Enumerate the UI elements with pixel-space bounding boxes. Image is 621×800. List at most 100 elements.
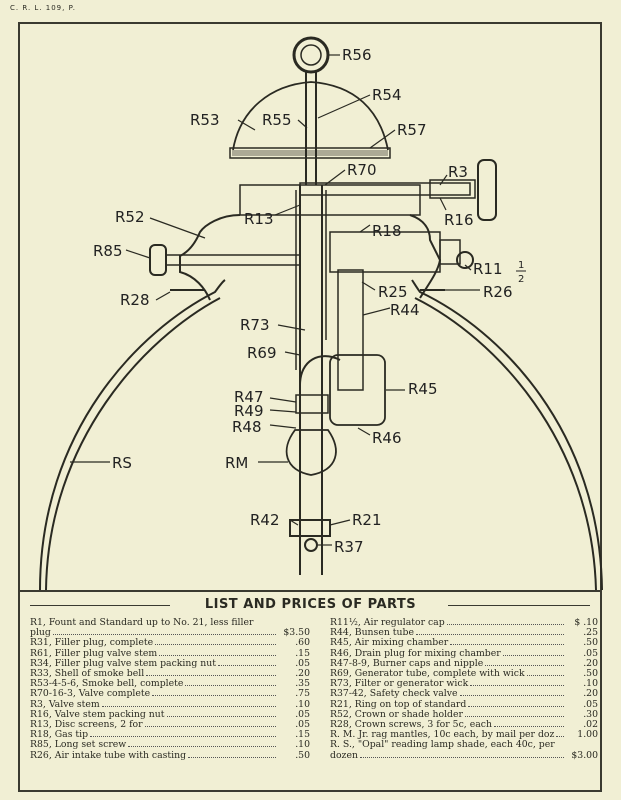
parts-item-price: .05 bbox=[583, 698, 598, 710]
label-r55: R55 bbox=[262, 111, 292, 129]
parts-item: R31, Filler plug, complete.60 bbox=[30, 638, 310, 648]
parts-item-price: .05 bbox=[295, 657, 310, 669]
label-rs: RS bbox=[112, 454, 132, 472]
parts-item: R11½, Air regulator cap$ .10 bbox=[330, 617, 598, 628]
parts-item-price: .20 bbox=[583, 657, 598, 669]
parts-item-price: .15 bbox=[295, 647, 310, 659]
parts-item-name: R16, Valve stem packing nut bbox=[30, 708, 165, 720]
parts-item-name: R. S., "Opal" reading lamp shade, each 4… bbox=[330, 739, 555, 751]
parts-item-price: .15 bbox=[295, 729, 310, 741]
parts-item-price: .02 bbox=[583, 719, 598, 731]
parts-item: R13, Disc screens, 2 for.05 bbox=[30, 719, 310, 731]
parts-item-name: R1, Fount and Standard up to No. 21, les… bbox=[30, 617, 254, 628]
label-r52: R52 bbox=[115, 208, 145, 226]
title-rule-right bbox=[448, 605, 590, 606]
label-r11-frac-den: 2 bbox=[518, 274, 524, 285]
parts-item-price: .20 bbox=[583, 688, 598, 700]
parts-item-name: R34, Filler plug valve stem packing nut bbox=[30, 657, 217, 669]
label-r44: R44 bbox=[390, 301, 420, 319]
parts-item: R28, Crown screws, 3 for 5c, each .02 bbox=[330, 719, 598, 731]
parts-item: dozen$3.00 bbox=[330, 749, 598, 761]
label-r70: R70 bbox=[347, 161, 377, 179]
parts-item: R85, Long set screw .10 bbox=[30, 740, 310, 750]
ring-r56 bbox=[292, 36, 330, 74]
parts-list-title: LIST AND PRICES OF PARTS bbox=[204, 597, 417, 612]
label-r16: R16 bbox=[444, 211, 474, 229]
label-r49: R49 bbox=[234, 402, 264, 420]
label-r11-frac-num: 1 bbox=[518, 260, 524, 271]
parts-item-price: .10 bbox=[295, 698, 310, 710]
parts-item-name: R45, Air mixing chamber bbox=[330, 637, 449, 649]
shade-rs-outline bbox=[39, 279, 226, 591]
parts-item-name: R85, Long set screw bbox=[30, 739, 127, 751]
parts-item-name: R52, Crown or shade holder bbox=[330, 708, 463, 720]
parts-item: R61, Filler plug valve stem.15 bbox=[30, 647, 310, 659]
label-r26: R26 bbox=[483, 283, 513, 301]
label-r46: R46 bbox=[372, 429, 402, 447]
label-r73: R73 bbox=[240, 316, 270, 334]
parts-item-name: R44, Bunsen tube bbox=[330, 627, 414, 639]
parts-item: R18, Gas tip .15 bbox=[30, 730, 310, 740]
title-rule-left bbox=[30, 605, 170, 606]
parts-item-price: .10 bbox=[295, 739, 310, 751]
parts-item-price: .05 bbox=[295, 708, 310, 720]
parts-item-name: R. M. Jr. rag mantles, 10c each, by mail… bbox=[330, 729, 555, 741]
label-r13: R13 bbox=[244, 210, 274, 228]
parts-item-price: $3.00 bbox=[571, 749, 598, 761]
parts-item-name: R37-42, Safety check valve bbox=[330, 688, 458, 700]
label-r28: R28 bbox=[120, 291, 150, 309]
parts-item-name: R18, Gas tip bbox=[30, 729, 89, 741]
label-r37: R37 bbox=[334, 538, 364, 556]
parts-item: R45, Air mixing chamber .50 bbox=[330, 638, 598, 648]
parts-item: R47-8-9, Burner caps and nipple .20 bbox=[330, 657, 598, 669]
label-r57: R57 bbox=[397, 121, 427, 139]
parts-item: R46, Drain plug for mixing chamber .05 bbox=[330, 647, 598, 659]
label-r69: R69 bbox=[247, 344, 277, 362]
parts-item: R16, Valve stem packing nut .05 bbox=[30, 708, 310, 720]
parts-item: R37-42, Safety check valve .20 bbox=[330, 689, 598, 699]
parts-list-right: R11½, Air regulator cap$ .10 R44, Bunsen… bbox=[330, 617, 598, 761]
catalog-code: C. R. L. 109, P. bbox=[10, 4, 76, 12]
parts-item-name: R21, Ring on top of standard bbox=[330, 698, 467, 710]
label-r21: R21 bbox=[352, 511, 382, 529]
shade-rs-outline-right bbox=[411, 279, 603, 591]
parts-item-price: .50 bbox=[295, 749, 310, 761]
parts-item-name: R47-8-9, Burner caps and nipple bbox=[330, 657, 484, 669]
parts-item-price: .50 bbox=[583, 637, 598, 649]
parts-item: R33, Shell of smoke bell.20 bbox=[30, 668, 310, 679]
parts-item: R73, Filter or generator wick.10 bbox=[330, 679, 598, 689]
parts-item-cont: plug bbox=[30, 627, 51, 639]
parts-item-price: $3.50 bbox=[283, 627, 310, 639]
parts-item-price: .50 bbox=[583, 668, 598, 680]
parts-item: R44, Bunsen tube .25 bbox=[330, 627, 598, 639]
mantle-rm bbox=[285, 429, 337, 476]
label-r53: R53 bbox=[190, 111, 220, 129]
mixing-chamber-r45 bbox=[329, 354, 386, 426]
parts-item: R53-4-5-6, Smoke bell, complete .35 bbox=[30, 679, 310, 689]
label-r45: R45 bbox=[408, 380, 438, 398]
bunsen-tube bbox=[337, 269, 364, 391]
valve-wheel-r3 bbox=[477, 159, 497, 221]
parts-item-price: .05 bbox=[583, 647, 598, 659]
parts-item: R69, Generator tube, complete with wick.… bbox=[330, 668, 598, 680]
parts-item: R. M. Jr. rag mantles, 10c each, by mail… bbox=[330, 730, 598, 740]
set-screw-r85 bbox=[149, 244, 167, 276]
parts-item-price: 1.00 bbox=[577, 729, 598, 741]
parts-item-price: .30 bbox=[583, 708, 598, 720]
parts-item-price: $ .10 bbox=[574, 617, 598, 628]
parts-item-name: R31, Filler plug, complete bbox=[30, 637, 154, 649]
parts-item-name: R46, Drain plug for mixing chamber bbox=[330, 647, 501, 659]
label-r25: R25 bbox=[378, 283, 408, 301]
label-r42: R42 bbox=[250, 511, 280, 529]
parts-item: R34, Filler plug valve stem packing nut.… bbox=[30, 657, 310, 669]
parts-item-price: .05 bbox=[295, 719, 310, 731]
parts-item-name: R28, Crown screws, 3 for 5c, each bbox=[330, 719, 492, 731]
parts-item-price: .10 bbox=[583, 678, 598, 690]
parts-item-price: .25 bbox=[583, 627, 598, 639]
crown-holder bbox=[179, 214, 241, 301]
parts-item-name: R53-4-5-6, Smoke bell, complete bbox=[30, 678, 184, 690]
parts-item-name: R3, Valve stem bbox=[30, 698, 100, 710]
parts-item-name: R70-16-3, Valve complete bbox=[30, 688, 151, 700]
parts-item-name: R69, Generator tube, complete with wick bbox=[330, 668, 525, 680]
parts-item-price: .35 bbox=[295, 678, 310, 690]
